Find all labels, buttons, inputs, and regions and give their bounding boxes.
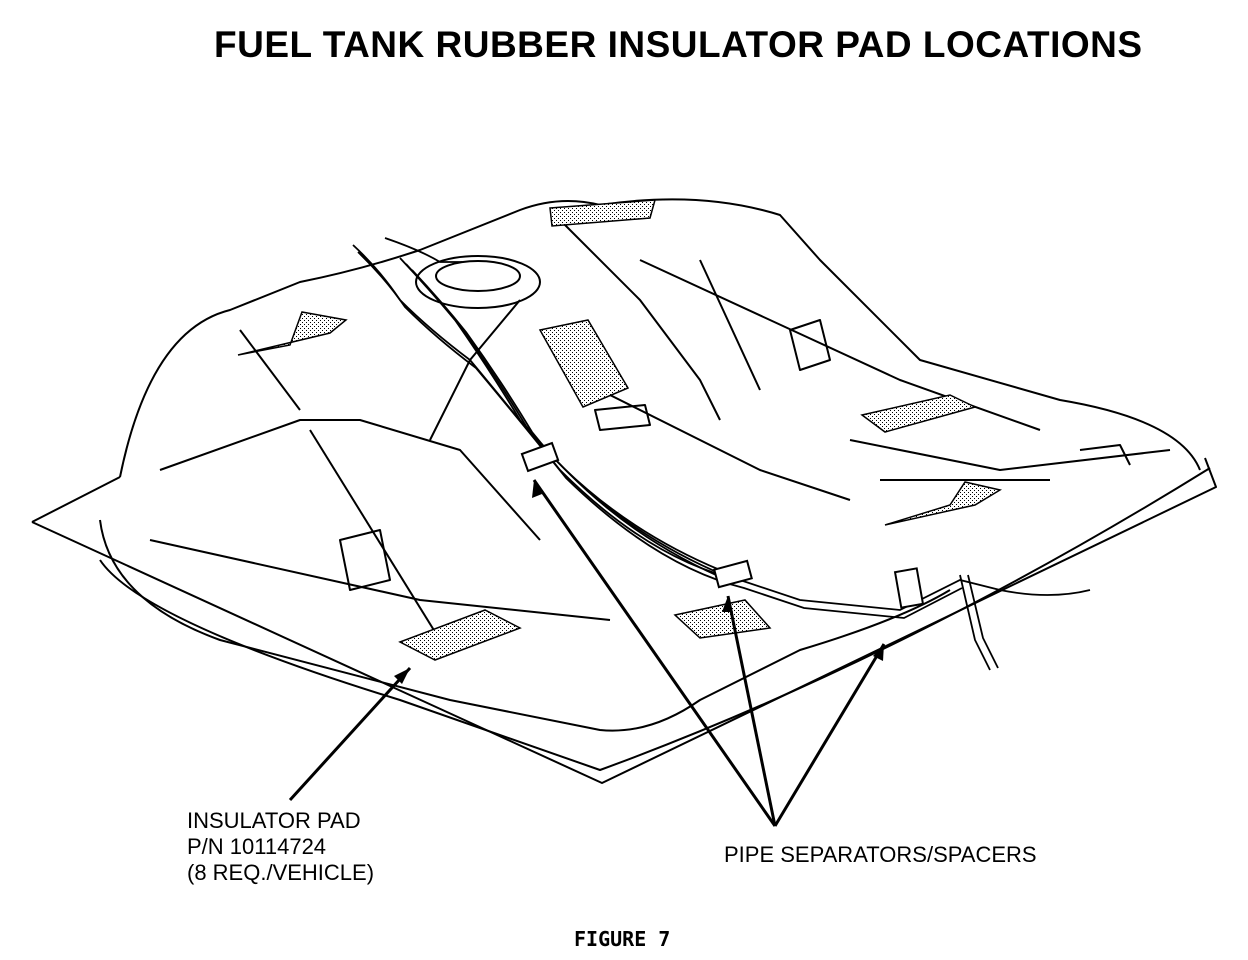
insulator-pad-quantity: (8 REQ./VEHICLE) [187,860,375,885]
arrowheads [394,480,884,684]
pipe-separator [893,567,925,609]
pipe-separator [713,559,753,589]
pipe-separators [520,441,925,609]
insulator-pad [673,599,772,639]
figure-caption: FIGURE 7 [574,927,671,951]
insulator-pad-label: INSULATOR PAD [187,808,361,833]
insulator-pad [398,609,522,661]
insulator-pad [860,394,978,433]
tank-outline [31,198,1217,784]
insulator-pads [237,199,1002,661]
insulator-pad [549,199,657,227]
diagram-title: FUEL TANK RUBBER INSULATOR PAD LOCATIONS [214,24,1143,65]
insulator-pad [237,311,348,356]
insulator-pad-part-number: P/N 10114724 [187,834,327,859]
fuel-sender [415,255,541,309]
callout-arrows [288,479,886,827]
insulator-pad [538,319,630,408]
pipe-separators-label: PIPE SEPARATORS/SPACERS [724,842,1037,867]
insulator-pad [884,481,1002,526]
pipe-separator [520,441,560,473]
insulator-pad-callout: INSULATOR PAD P/N 10114724 (8 REQ./VEHIC… [187,808,374,886]
